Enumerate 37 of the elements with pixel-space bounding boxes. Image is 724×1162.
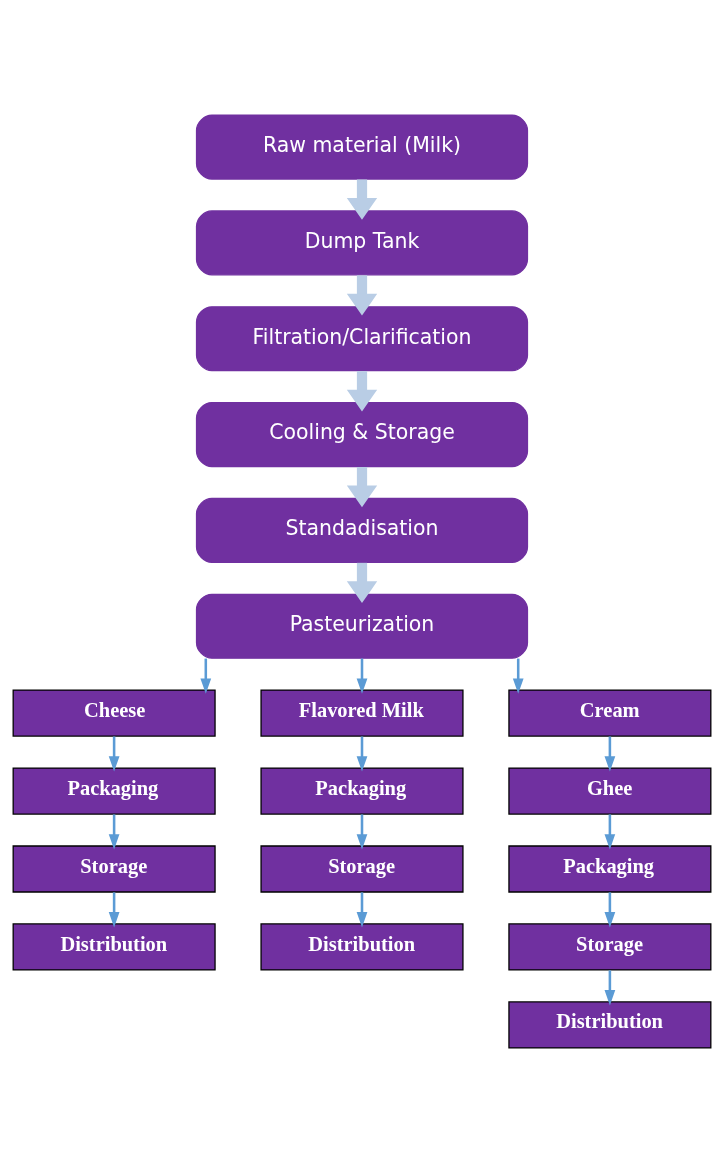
node-box: Distribution — [260, 922, 464, 971]
arrow — [356, 891, 368, 927]
arrow — [346, 179, 378, 220]
arrow — [108, 891, 120, 927]
node-box: Packaging — [260, 766, 464, 815]
arrow — [108, 736, 120, 772]
node-box: Cooling & Storage — [195, 401, 529, 467]
arrow — [604, 736, 616, 772]
arrow — [512, 658, 524, 694]
arrow — [346, 562, 378, 603]
arrow — [108, 813, 120, 849]
node-box: Storage — [260, 844, 464, 893]
node-box: Pasteurization — [195, 593, 529, 659]
node-box: Packaging — [508, 844, 712, 893]
node-box: Storage — [12, 844, 216, 893]
arrow — [604, 891, 616, 927]
node-box: Flavored Milk — [260, 688, 464, 737]
arrow — [356, 658, 368, 694]
arrow — [346, 466, 378, 507]
node-box: Cheese — [12, 688, 216, 737]
arrow — [346, 370, 378, 411]
arrow — [346, 274, 378, 316]
arrow — [356, 736, 368, 772]
arrow — [356, 813, 368, 849]
arrow — [604, 969, 616, 1005]
node-box: Ghee — [508, 766, 712, 815]
node-box: Storage — [508, 922, 712, 971]
node-box: Standadisation — [195, 497, 529, 563]
node-box: Dump Tank — [195, 209, 529, 275]
arrow — [604, 813, 616, 849]
node-box: Packaging — [12, 766, 216, 815]
node-box: Cream — [508, 688, 712, 737]
node-box: Distribution — [508, 1000, 712, 1049]
node-box: Distribution — [12, 922, 216, 971]
arrow — [200, 658, 212, 694]
node-box: Raw material (Milk) — [195, 113, 529, 180]
node-box: Filtration/Clarification — [195, 305, 529, 371]
